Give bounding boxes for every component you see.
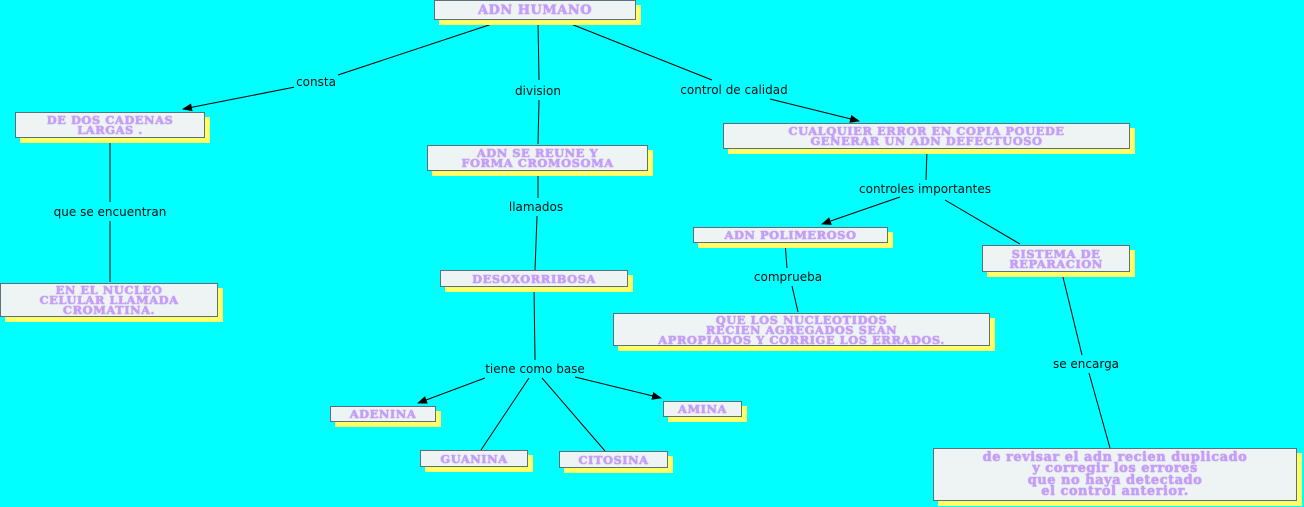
node-cromosoma[interactable]: ADN SE REUNE Y FORMA CROMOSOMA bbox=[427, 145, 648, 171]
label-llamados: llamados bbox=[506, 200, 566, 214]
label-tiene-como-base: tiene como base bbox=[483, 362, 587, 376]
line-encarga-revisar bbox=[1088, 372, 1111, 449]
line-reparacion-encarga bbox=[1061, 272, 1083, 356]
node-amina[interactable]: AMINA bbox=[663, 401, 742, 417]
label-controles-importantes: controles importantes bbox=[857, 182, 993, 196]
line-polimeroso-comprueba bbox=[784, 241, 788, 269]
line-root-consta bbox=[337, 21, 499, 76]
node-desoxorribosa[interactable]: DESOXORRIBOSA bbox=[440, 270, 628, 287]
label-control-calidad: control de calidad bbox=[678, 83, 790, 97]
node-nucleotidos[interactable]: QUE LOS NUCLEOTIDOS RECIEN AGREGADOS SEA… bbox=[613, 313, 990, 346]
node-revisar[interactable]: de revisar el adn recien duplicado y cor… bbox=[933, 448, 1297, 501]
node-polimeroso[interactable]: ADN POLIMEROSO bbox=[693, 227, 888, 243]
node-reparacion[interactable]: SISTEMA DE REPARACION bbox=[982, 245, 1130, 272]
label-division: division bbox=[513, 84, 563, 98]
node-dos-cadenas[interactable]: DE DOS CADENAS LARGAS . bbox=[15, 112, 205, 138]
line-consta-cadenas bbox=[182, 86, 296, 112]
line-root-division bbox=[537, 21, 540, 81]
label-consta: consta bbox=[294, 75, 338, 89]
node-guanina[interactable]: GUANINA bbox=[420, 450, 528, 467]
label-que-se-encuentran: que se encuentran bbox=[51, 205, 169, 219]
line-desoxo-base bbox=[533, 286, 536, 361]
line-root-control bbox=[565, 21, 713, 81]
line-base-citosina bbox=[541, 377, 606, 452]
node-nucleo[interactable]: EN EL NUCLEO CELULAR LLAMADA CROMATINA. bbox=[0, 283, 218, 317]
line-base-adenina bbox=[417, 377, 486, 404]
line-base-amina bbox=[574, 376, 662, 400]
line-comprueba-nucleotidos bbox=[791, 285, 799, 313]
line-base-guanina bbox=[480, 377, 530, 451]
label-se-encarga: se encarga bbox=[1050, 357, 1122, 371]
line-llamados-desoxo bbox=[534, 215, 538, 271]
node-error[interactable]: CUALQUIER ERROR EN COPIA POUEDE GENERAR … bbox=[723, 123, 1130, 149]
node-citosina[interactable]: CITOSINA bbox=[559, 451, 668, 468]
line-controles-reparacion bbox=[944, 199, 1021, 245]
line-division-cromosoma bbox=[537, 99, 540, 145]
node-adn-humano[interactable]: ADN HUMANO bbox=[434, 0, 636, 20]
label-comprueba: comprueba bbox=[751, 270, 825, 284]
line-controles-polimeroso bbox=[821, 196, 901, 225]
node-adenina[interactable]: ADENINA bbox=[330, 406, 436, 422]
line-error-controles bbox=[925, 148, 928, 181]
line-control-error bbox=[769, 98, 860, 123]
